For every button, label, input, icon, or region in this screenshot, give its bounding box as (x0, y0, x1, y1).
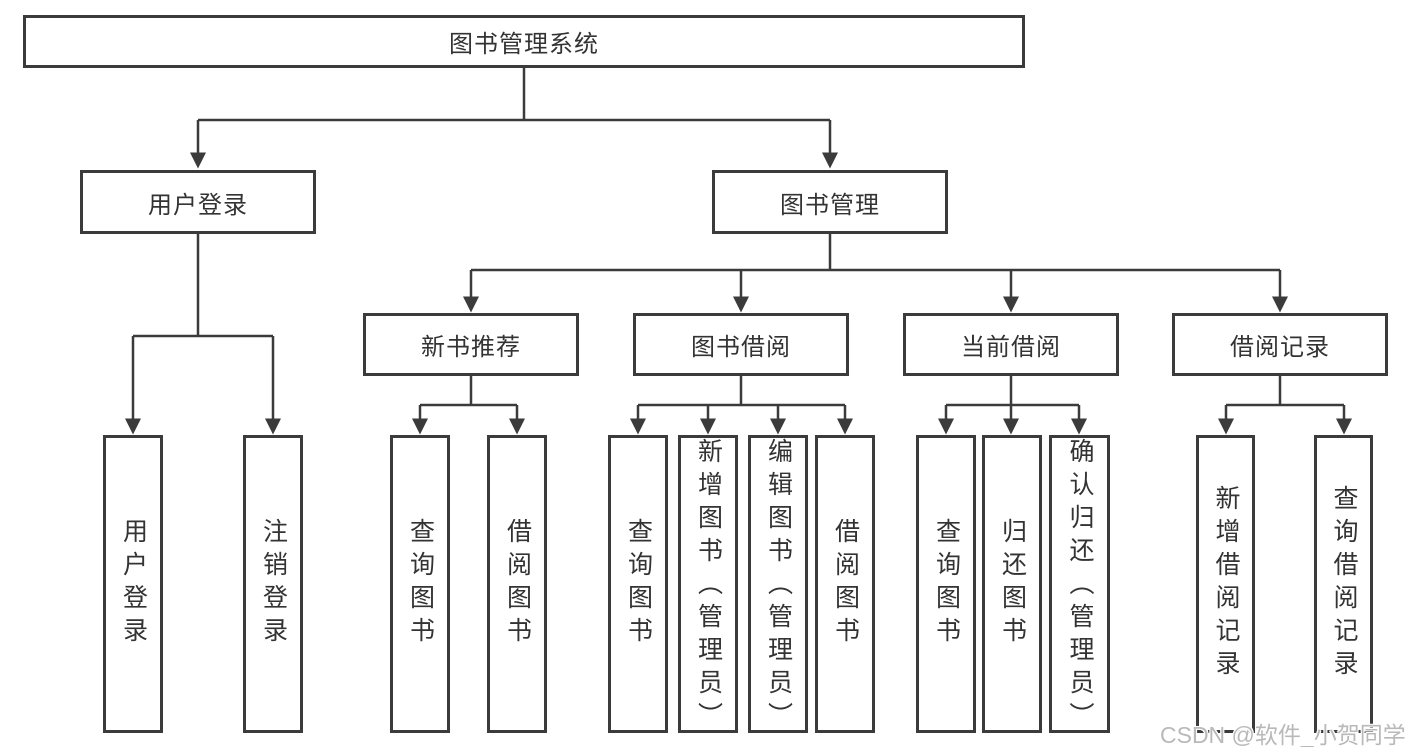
node-borrowing-records-label: 借阅记录 (1230, 334, 1330, 361)
node-current-borrowing-label: 当前借阅 (961, 334, 1061, 361)
leaf-add-book-admin-label: 新增图书（管理员） (694, 438, 723, 735)
leaf-add-borrow-record: 新增借阅记录 (1196, 435, 1255, 733)
leaf-borrow-books-borrowing: 借阅图书 (815, 435, 875, 733)
node-root-label: 图书管理系统 (449, 31, 599, 58)
leaf-logout-label: 注销登录 (259, 518, 288, 650)
leaf-return-books-label: 归还图书 (998, 518, 1027, 650)
leaf-query-books-current-label: 查询图书 (932, 518, 961, 650)
node-root: 图书管理系统 (23, 15, 1025, 68)
leaf-confirm-return-admin-label: 确认归还（管理员） (1066, 438, 1094, 735)
node-new-book-recommend: 新书推荐 (363, 313, 579, 376)
node-book-management: 图书管理 (712, 170, 948, 234)
leaf-query-borrow-record: 查询借阅记录 (1314, 435, 1373, 733)
edge-user-login-children (124, 234, 282, 435)
node-user-login-label: 用户登录 (148, 191, 248, 219)
node-book-management-label: 图书管理 (780, 191, 880, 219)
leaf-borrow-books-recommend-label: 借阅图书 (503, 518, 532, 650)
leaf-edit-book-admin-label: 编辑图书（管理员） (764, 438, 793, 735)
leaf-edit-book-admin: 编辑图书（管理员） (748, 435, 808, 735)
leaf-query-books-borrowing: 查询图书 (608, 435, 668, 733)
leaf-add-borrow-record-label: 新增借阅记录 (1212, 485, 1240, 683)
edge-current-borrowing-children (937, 376, 1088, 435)
leaf-query-books-borrowing-label: 查询图书 (624, 518, 653, 650)
leaf-borrow-books-borrowing-label: 借阅图书 (831, 518, 860, 650)
leaf-query-books-recommend: 查询图书 (390, 435, 450, 733)
leaf-borrow-books-recommend: 借阅图书 (487, 435, 547, 733)
edge-book-management-children (462, 234, 1289, 313)
leaf-user-login-label: 用户登录 (119, 518, 148, 650)
leaf-query-borrow-record-label: 查询借阅记录 (1330, 485, 1358, 683)
leaf-return-books: 归还图书 (982, 435, 1042, 733)
leaf-query-books-current: 查询图书 (916, 435, 976, 733)
csdn-watermark: CSDN @软件_小贺同学 (1160, 722, 1405, 747)
node-borrowing-records: 借阅记录 (1172, 313, 1388, 376)
edge-book-borrowing-children (629, 376, 854, 435)
node-user-login: 用户登录 (80, 170, 316, 234)
node-current-borrowing: 当前借阅 (903, 313, 1119, 376)
leaf-query-books-recommend-label: 查询图书 (406, 518, 435, 650)
leaf-confirm-return-admin: 确认归还（管理员） (1049, 435, 1110, 735)
leaf-add-book-admin: 新增图书（管理员） (678, 435, 738, 735)
node-book-borrowing: 图书借阅 (633, 313, 849, 376)
node-new-book-recommend-label: 新书推荐 (421, 334, 521, 361)
edge-borrowing-records-children (1217, 376, 1353, 435)
leaf-logout: 注销登录 (243, 435, 303, 733)
node-book-borrowing-label: 图书借阅 (691, 334, 791, 361)
edge-new-book-recommend-children (411, 376, 526, 435)
edge-root-to-level2 (189, 67, 839, 169)
leaf-user-login: 用户登录 (103, 435, 163, 733)
